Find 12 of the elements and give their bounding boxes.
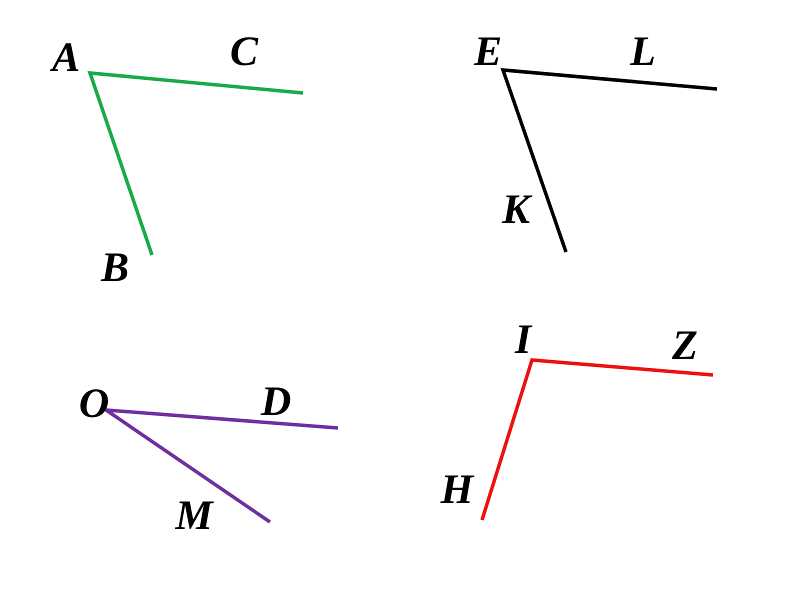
point-label: K bbox=[502, 189, 530, 231]
point-label: A bbox=[52, 37, 80, 79]
point-label: M bbox=[175, 495, 213, 537]
point-label: Z bbox=[672, 325, 698, 367]
point-label: B bbox=[101, 247, 129, 289]
point-label: D bbox=[260, 381, 292, 423]
point-label: L bbox=[630, 31, 656, 73]
point-label: I bbox=[514, 319, 532, 361]
point-label: O bbox=[78, 383, 110, 425]
point-label: C bbox=[230, 31, 258, 73]
point-label: E bbox=[474, 31, 502, 73]
point-label: H bbox=[440, 469, 474, 511]
